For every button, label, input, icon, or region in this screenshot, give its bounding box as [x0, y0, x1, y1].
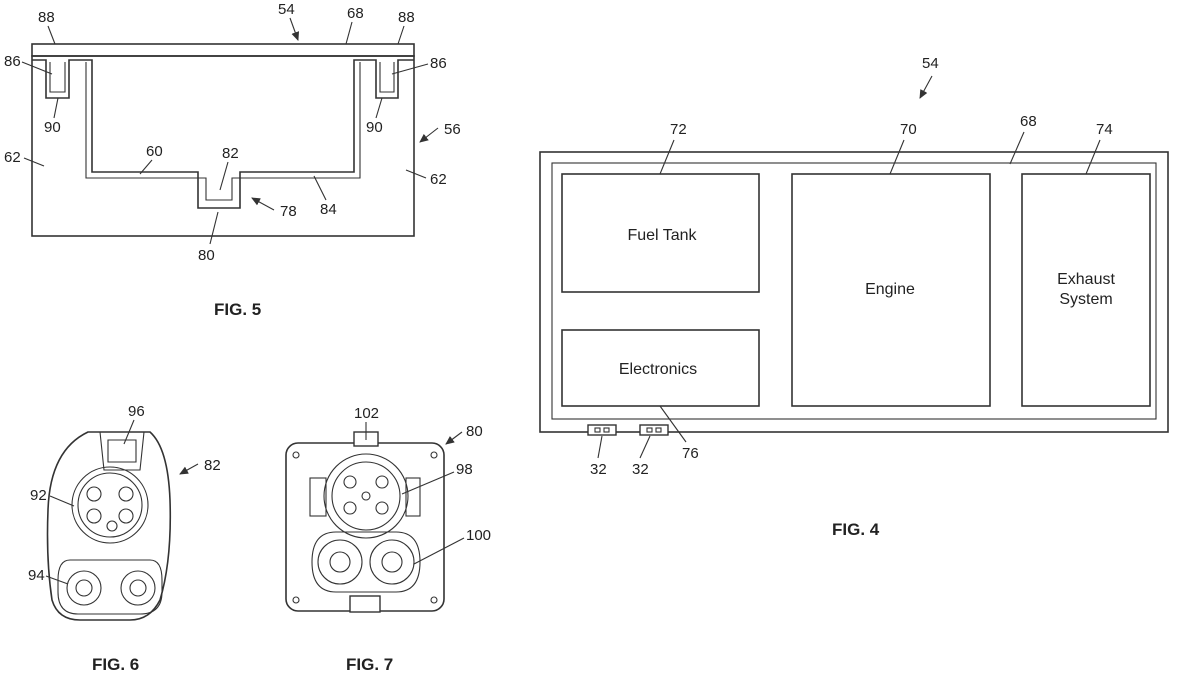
- ref-60: 60: [146, 143, 163, 160]
- engine-label: Engine: [865, 281, 915, 298]
- ref-86-left: 86: [4, 53, 21, 70]
- fig7-inlet-plate: [285, 442, 445, 612]
- charge-port-left: [587, 424, 617, 436]
- fig5-caption: FIG. 5: [214, 300, 261, 319]
- fig7-mount-hole: [292, 596, 300, 604]
- exhaust-system-box: [1021, 173, 1151, 407]
- fig5-cavity-inner: [49, 62, 395, 201]
- ref-62-left: 62: [4, 149, 21, 166]
- fig7-mount-hole: [430, 451, 438, 459]
- ref-98: 98: [456, 461, 473, 478]
- charge-port-right-detail: [646, 427, 653, 433]
- ref-68-fig4: 68: [1020, 113, 1037, 130]
- fig7-side-latch: [309, 477, 327, 517]
- ref-86-right: 86: [430, 55, 447, 72]
- ref-84: 84: [320, 201, 337, 218]
- ref-54: 54: [278, 1, 295, 18]
- charge-port-right-detail: [655, 427, 662, 433]
- fig6-latch: [99, 431, 145, 471]
- fig5-lid: [31, 43, 415, 57]
- ref-94: 94: [28, 567, 45, 584]
- fig7-signal-socket: [323, 453, 409, 539]
- ref-90-left: 90: [44, 119, 61, 136]
- fig7-power-pin-right: [369, 539, 415, 585]
- fig6-power-pin-left: [66, 570, 102, 606]
- exhaust-label-line2: System: [1059, 291, 1112, 308]
- ref-72: 72: [670, 121, 687, 138]
- fig7-power-pin-left-core: [329, 551, 351, 573]
- ref-88-right: 88: [398, 9, 415, 26]
- ref-32-right: 32: [632, 461, 649, 478]
- fig7-mount-hole: [430, 596, 438, 604]
- fig6-pin: [118, 486, 134, 502]
- fig7-side-latch-right: [405, 477, 421, 517]
- ref-78: 78: [280, 203, 297, 220]
- ref-54-fig4: 54: [922, 55, 939, 72]
- fig7-signal-socket-inner: [331, 461, 401, 531]
- charge-port-left-detail: [603, 427, 610, 433]
- fig6-pin: [86, 486, 102, 502]
- fig7-bottom-tab: [349, 595, 381, 613]
- fuel-tank-label: Fuel Tank: [627, 227, 697, 244]
- fig5-diagram: 88 54 68 88 86 86 90 90 56 62 62 60 82 8…: [4, 1, 461, 319]
- ref-62-right: 62: [430, 171, 447, 188]
- fig6-power-pin-right: [120, 570, 156, 606]
- ref-88-left: 88: [38, 9, 55, 26]
- ref-82: 82: [222, 145, 239, 162]
- fig6-diagram: 96 82 92 94 FIG. 6: [28, 403, 221, 674]
- ref-96: 96: [128, 403, 145, 420]
- fig7-pin: [343, 501, 357, 515]
- fig6-power-pin-right-core: [129, 579, 147, 597]
- ref-68: 68: [347, 5, 364, 22]
- ref-70: 70: [900, 121, 917, 138]
- fig7-mount-hole: [292, 451, 300, 459]
- ref-102: 102: [354, 405, 379, 422]
- ref-100: 100: [466, 527, 491, 544]
- fig6-connector-body: [46, 431, 172, 621]
- fig5-body: [31, 55, 415, 237]
- fig7-caption: FIG. 7: [346, 655, 393, 674]
- fig6-dc-face-inner: [77, 472, 143, 538]
- electronics-label: Electronics: [619, 361, 697, 378]
- fig4-diagram: Fuel Tank Electronics Engine Exhaust Sys…: [539, 55, 1169, 539]
- fig4-vehicle-outer: [539, 151, 1169, 433]
- fig4-caption: FIG. 4: [832, 520, 880, 539]
- ref-56: 56: [444, 121, 461, 138]
- charge-port-right: [639, 424, 669, 436]
- exhaust-label-line1: Exhaust: [1057, 271, 1115, 288]
- ref-76: 76: [682, 445, 699, 462]
- fig6-caption: FIG. 6: [92, 655, 139, 674]
- fig7-power-pin-left: [317, 539, 363, 585]
- fig6-dc-face: [71, 466, 149, 544]
- fig5-cavity-outer: [32, 59, 414, 209]
- fig7-pin: [375, 475, 389, 489]
- fig6-power-housing: [57, 559, 163, 615]
- fig4-vehicle-inner: [551, 162, 1157, 420]
- fig6-pin: [118, 508, 134, 524]
- fig7-pin: [375, 501, 389, 515]
- fig6-pin: [106, 520, 118, 532]
- ref-32-left: 32: [590, 461, 607, 478]
- ref-92: 92: [30, 487, 47, 504]
- fig7-pin: [343, 475, 357, 489]
- engine-box: [791, 173, 991, 407]
- charge-port-left-detail: [594, 427, 601, 433]
- fig6-power-pin-left-core: [75, 579, 93, 597]
- ref-90-right: 90: [366, 119, 383, 136]
- fig7-power-socket: [311, 531, 421, 593]
- ref-82-fig6: 82: [204, 457, 221, 474]
- ref-74: 74: [1096, 121, 1113, 138]
- fig7-power-pin-right-core: [381, 551, 403, 573]
- ref-80: 80: [198, 247, 215, 264]
- ref-80-fig7: 80: [466, 423, 483, 440]
- fig6-pin: [86, 508, 102, 524]
- fig7-diagram: 102 80 98 100 FIG. 7: [285, 405, 491, 674]
- fig7-pin: [361, 491, 371, 501]
